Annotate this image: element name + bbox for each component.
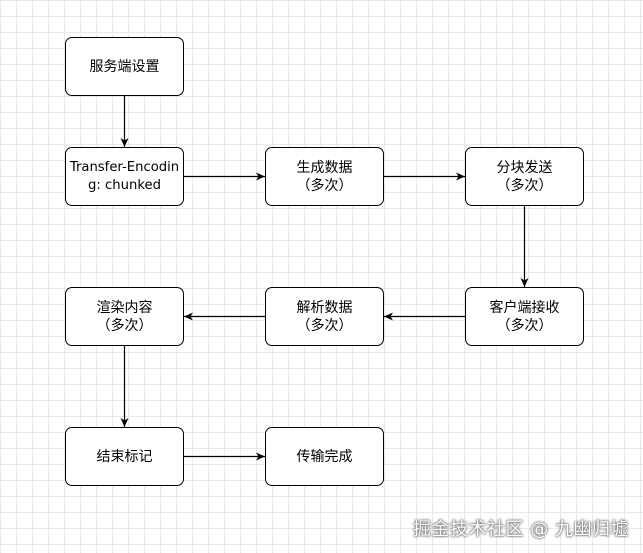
node-server-setup: 服务端设置 [65, 37, 184, 96]
node-transfer-complete: 传输完成 [265, 427, 384, 486]
node-render-content: 渲染内容 （多次） [65, 287, 184, 346]
node-generate-data: 生成数据 （多次） [265, 147, 384, 206]
node-transfer-encoding: Transfer-Encoding: chunked [65, 147, 184, 206]
node-finish-mark: 结束标记 [65, 427, 184, 486]
watermark-text: 掘金技术社区 @ 九幽归墟 [413, 519, 629, 540]
connector-arrows [120, 96, 529, 461]
node-send-chunks: 分块发送 （多次） [465, 147, 584, 206]
node-parse-data: 解析数据 （多次） [265, 287, 384, 346]
node-client-receive: 客户端接收 （多次） [465, 287, 584, 346]
